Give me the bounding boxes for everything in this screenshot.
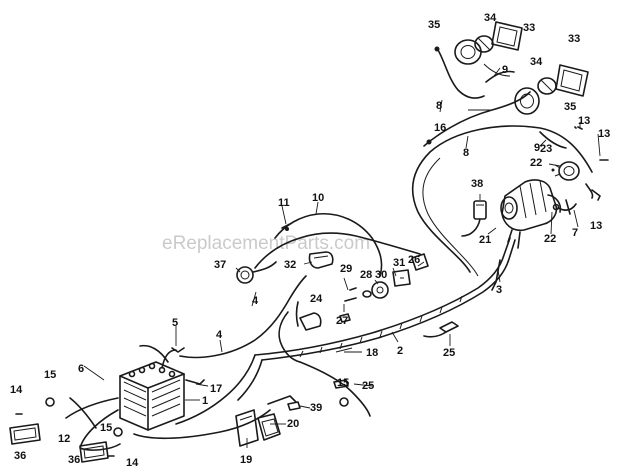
callout-14b: 14 (126, 457, 139, 469)
callout-32: 32 (284, 259, 296, 271)
callout-15c: 15 (337, 377, 349, 389)
callout-2: 2 (397, 345, 403, 357)
callout-4a: 4 (252, 295, 259, 307)
callout-37: 37 (214, 259, 226, 271)
solenoid (235, 395, 297, 447)
voltage-regulator (461, 200, 487, 237)
taillights (9, 423, 109, 463)
callout-39: 39 (310, 402, 322, 414)
callout-25a: 25 (443, 347, 455, 359)
callout-13a: 13 (578, 115, 590, 127)
callout-8b: 8 (463, 147, 469, 159)
callout-15b: 15 (100, 422, 112, 434)
fuse-holder-upper (423, 321, 459, 338)
callout-16: 16 (434, 122, 446, 134)
callout-23: 23 (540, 143, 552, 155)
clamps-15 (45, 397, 349, 437)
callout-4b: 4 (216, 329, 223, 341)
callout-10: 10 (312, 192, 324, 204)
callout-24: 24 (310, 293, 323, 305)
headlamp-assembly-top (454, 21, 523, 77)
harness-3 (411, 125, 593, 291)
callout-14a: 14 (10, 384, 23, 396)
wire-10 (254, 212, 421, 277)
callout-31: 31 (393, 257, 405, 269)
callout-29: 29 (340, 263, 352, 275)
callout-12: 12 (58, 433, 70, 445)
callout-33b: 33 (568, 33, 580, 45)
callout-20: 20 (287, 418, 299, 430)
callout-6: 6 (78, 363, 84, 375)
callout-28: 28 (360, 269, 372, 281)
switch-24 (278, 301, 322, 363)
callout-36a: 36 (14, 450, 26, 462)
connector-strip (335, 347, 353, 353)
callout-26: 26 (408, 254, 420, 266)
fuse-holder-lower (333, 379, 349, 389)
callout-3: 3 (496, 284, 502, 296)
callout-labels: 1 2 3 4 4 5 6 7 8 8 9 9 10 11 12 13 13 1… (10, 12, 610, 469)
wire-9 (485, 70, 567, 149)
main-harness (254, 237, 516, 361)
screws-14 (15, 413, 115, 457)
callout-5: 5 (172, 317, 178, 329)
callout-35a: 35 (428, 19, 440, 31)
callout-13b: 13 (598, 128, 610, 140)
callout-36b: 36 (68, 454, 80, 466)
callout-34a: 34 (484, 12, 497, 24)
callout-17: 17 (210, 383, 222, 395)
key-switch (236, 261, 277, 284)
wire-7 (557, 199, 577, 215)
callout-27: 27 (336, 315, 348, 327)
connector-39 (287, 401, 301, 411)
callout-33a: 33 (523, 22, 535, 34)
callout-35b: 35 (564, 101, 576, 113)
center-components (308, 251, 429, 323)
lower-harness (175, 354, 371, 425)
callout-38: 38 (471, 178, 483, 190)
horn (551, 161, 580, 181)
callout-8a: 8 (436, 100, 442, 112)
callout-9a: 9 (502, 64, 508, 76)
headlamp-assembly-right (514, 64, 589, 115)
battery (119, 361, 185, 431)
callout-22a: 22 (530, 157, 542, 169)
callout-9b: 9 (534, 142, 540, 154)
leader-lines (83, 67, 601, 448)
callout-25b: 25 (362, 380, 374, 392)
watermark: eReplacementParts.com (162, 233, 370, 254)
callout-30: 30 (375, 269, 387, 281)
callout-1: 1 (202, 395, 208, 407)
callout-11: 11 (278, 197, 290, 209)
starter-generator (500, 179, 562, 249)
callout-34b: 34 (530, 56, 543, 68)
callout-13c: 13 (590, 220, 602, 232)
callout-19: 19 (240, 454, 252, 466)
callout-22b: 22 (544, 233, 556, 245)
callout-21: 21 (479, 234, 491, 246)
callout-7: 7 (572, 227, 578, 239)
wire-4 (139, 275, 307, 363)
callout-18: 18 (366, 347, 378, 359)
callout-15a: 15 (44, 369, 56, 381)
